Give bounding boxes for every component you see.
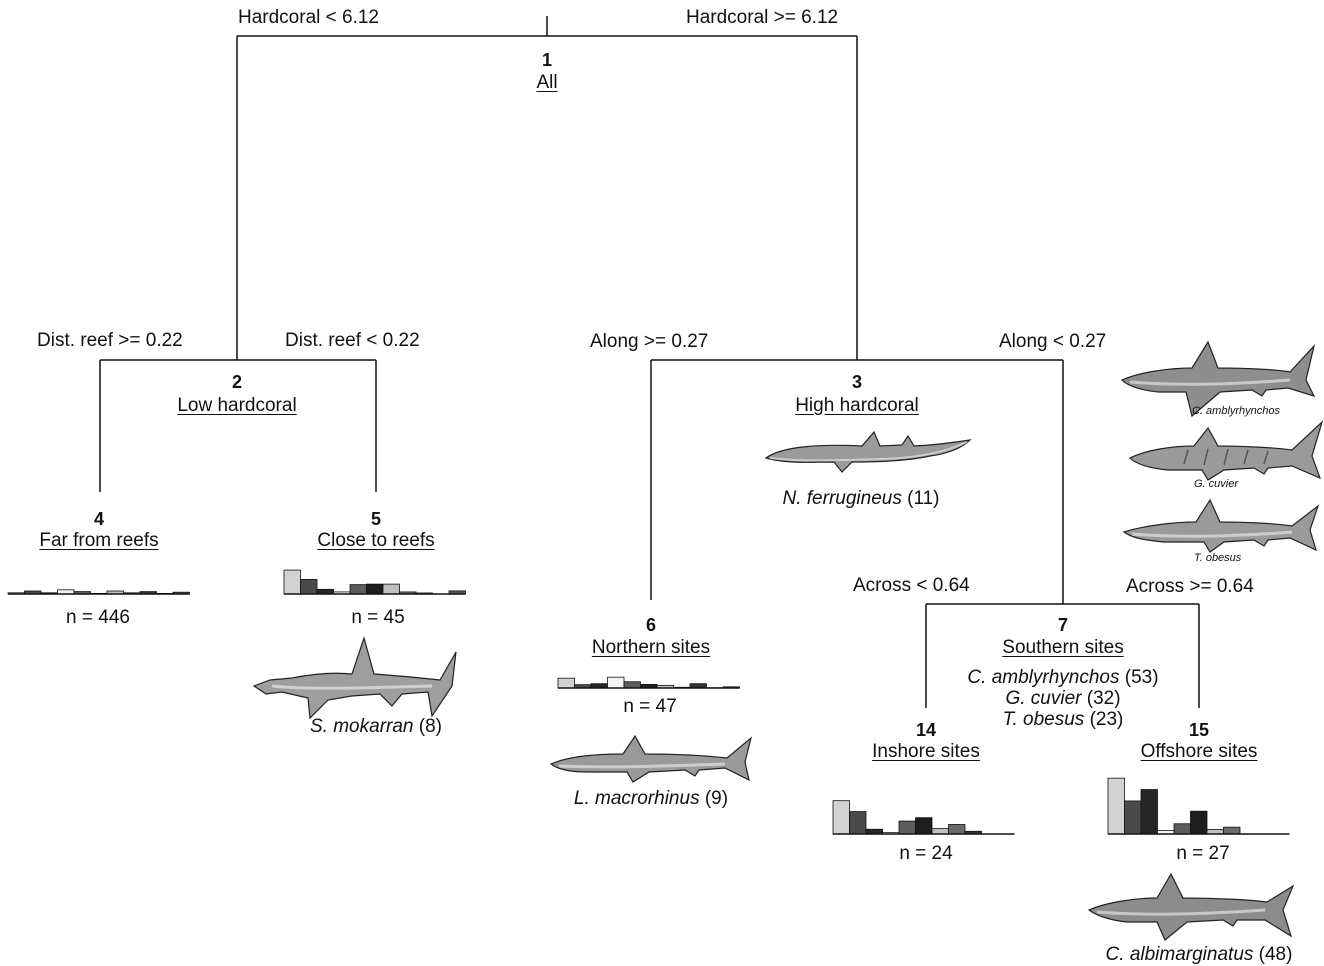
silvertip-shark-illustration <box>1087 870 1297 942</box>
histogram-bar <box>558 678 575 688</box>
split-label-dist-reef-far: Dist. reef >= 0.22 <box>37 330 183 352</box>
histogram-bar <box>1174 824 1191 834</box>
histogram-node-6 <box>558 677 740 688</box>
histogram-bar <box>949 824 966 834</box>
node-14-number: 14 <box>916 719 936 741</box>
histogram-bar <box>350 585 367 594</box>
node-5-number: 5 <box>371 508 381 530</box>
histogram-bar <box>1224 827 1241 834</box>
histogram-bar <box>1125 801 1142 834</box>
histogram-bar <box>608 677 625 688</box>
node-4-sample-size: n = 446 <box>66 607 130 629</box>
node-7-species-1: C. amblyrhynchos (53) <box>967 667 1158 689</box>
histogram-bar <box>1141 790 1158 834</box>
node-7-species-2: G. cuvier (32) <box>1005 688 1120 710</box>
split-label-across-low: Across < 0.64 <box>853 575 970 597</box>
side-shark-label-1: C. amblyrhynchos <box>1192 405 1280 418</box>
histogram-bar <box>301 579 318 594</box>
histogram-node-5 <box>284 570 466 594</box>
split-label-along-high: Along >= 0.27 <box>590 331 708 353</box>
hammerhead-shark-illustration <box>252 634 460 720</box>
node-15-label: Offshore sites <box>1141 741 1258 763</box>
node-3-species: N. ferrugineus (11) <box>782 488 939 510</box>
histogram-node-4 <box>8 590 190 594</box>
histogram-bar <box>899 821 916 834</box>
split-label-dist-reef-close: Dist. reef < 0.22 <box>285 330 420 352</box>
node-7-label: Southern sites <box>1002 637 1123 659</box>
node-7-species-3: T. obesus (23) <box>1003 709 1124 731</box>
histogram-bar <box>850 812 867 834</box>
node-2-label: Low hardcoral <box>177 395 296 417</box>
node-14-label: Inshore sites <box>872 741 980 763</box>
histogram-bar <box>284 570 301 594</box>
node-7-number: 7 <box>1058 614 1068 636</box>
nurse-shark-illustration <box>762 428 976 476</box>
histogram-bar <box>932 829 949 834</box>
node-6-species: L. macrorhinus (9) <box>574 788 728 810</box>
node-15-number: 15 <box>1189 719 1209 741</box>
histogram-node-15 <box>1108 778 1290 834</box>
histogram-bar <box>1191 811 1208 834</box>
histogram-bar <box>1108 778 1125 834</box>
split-label-along-low: Along < 0.27 <box>999 331 1106 353</box>
node-5-label: Close to reefs <box>317 530 434 552</box>
histogram-bar <box>624 682 641 688</box>
node-1-number: 1 <box>542 49 552 71</box>
histogram-bar <box>833 801 850 834</box>
histogram-bar <box>383 584 400 594</box>
node-1-label: All <box>536 72 557 94</box>
node-6-sample-size: n = 47 <box>623 696 676 718</box>
sliteye-shark-illustration <box>549 734 755 784</box>
node-3-number: 3 <box>852 371 862 393</box>
node-14-sample-size: n = 24 <box>899 843 952 865</box>
node-5-sample-size: n = 45 <box>351 607 404 629</box>
node-5-species: S. mokarran (8) <box>310 716 442 738</box>
node-15-species: C. albimarginatus (48) <box>1106 944 1293 966</box>
side-shark-label-3: T. obesus <box>1194 552 1241 565</box>
node-4-number: 4 <box>94 508 104 530</box>
split-label-across-high: Across >= 0.64 <box>1126 576 1254 598</box>
tiger-shark-illustration <box>1128 420 1324 482</box>
histogram-bar <box>916 818 933 834</box>
histogram-node-14 <box>833 801 1015 834</box>
whitetip-reef-shark-illustration <box>1122 498 1320 554</box>
node-4-label: Far from reefs <box>39 530 158 552</box>
split-label-hardcoral-high: Hardcoral >= 6.12 <box>686 7 838 29</box>
node-2-number: 2 <box>232 371 242 393</box>
node-15-sample-size: n = 27 <box>1176 843 1229 865</box>
node-6-number: 6 <box>646 614 656 636</box>
split-label-hardcoral-low: Hardcoral < 6.12 <box>238 7 379 29</box>
histogram-bar <box>367 584 384 594</box>
node-3-label: High hardcoral <box>795 395 919 417</box>
side-shark-label-2: G. cuvier <box>1194 478 1238 491</box>
node-6-label: Northern sites <box>592 637 710 659</box>
